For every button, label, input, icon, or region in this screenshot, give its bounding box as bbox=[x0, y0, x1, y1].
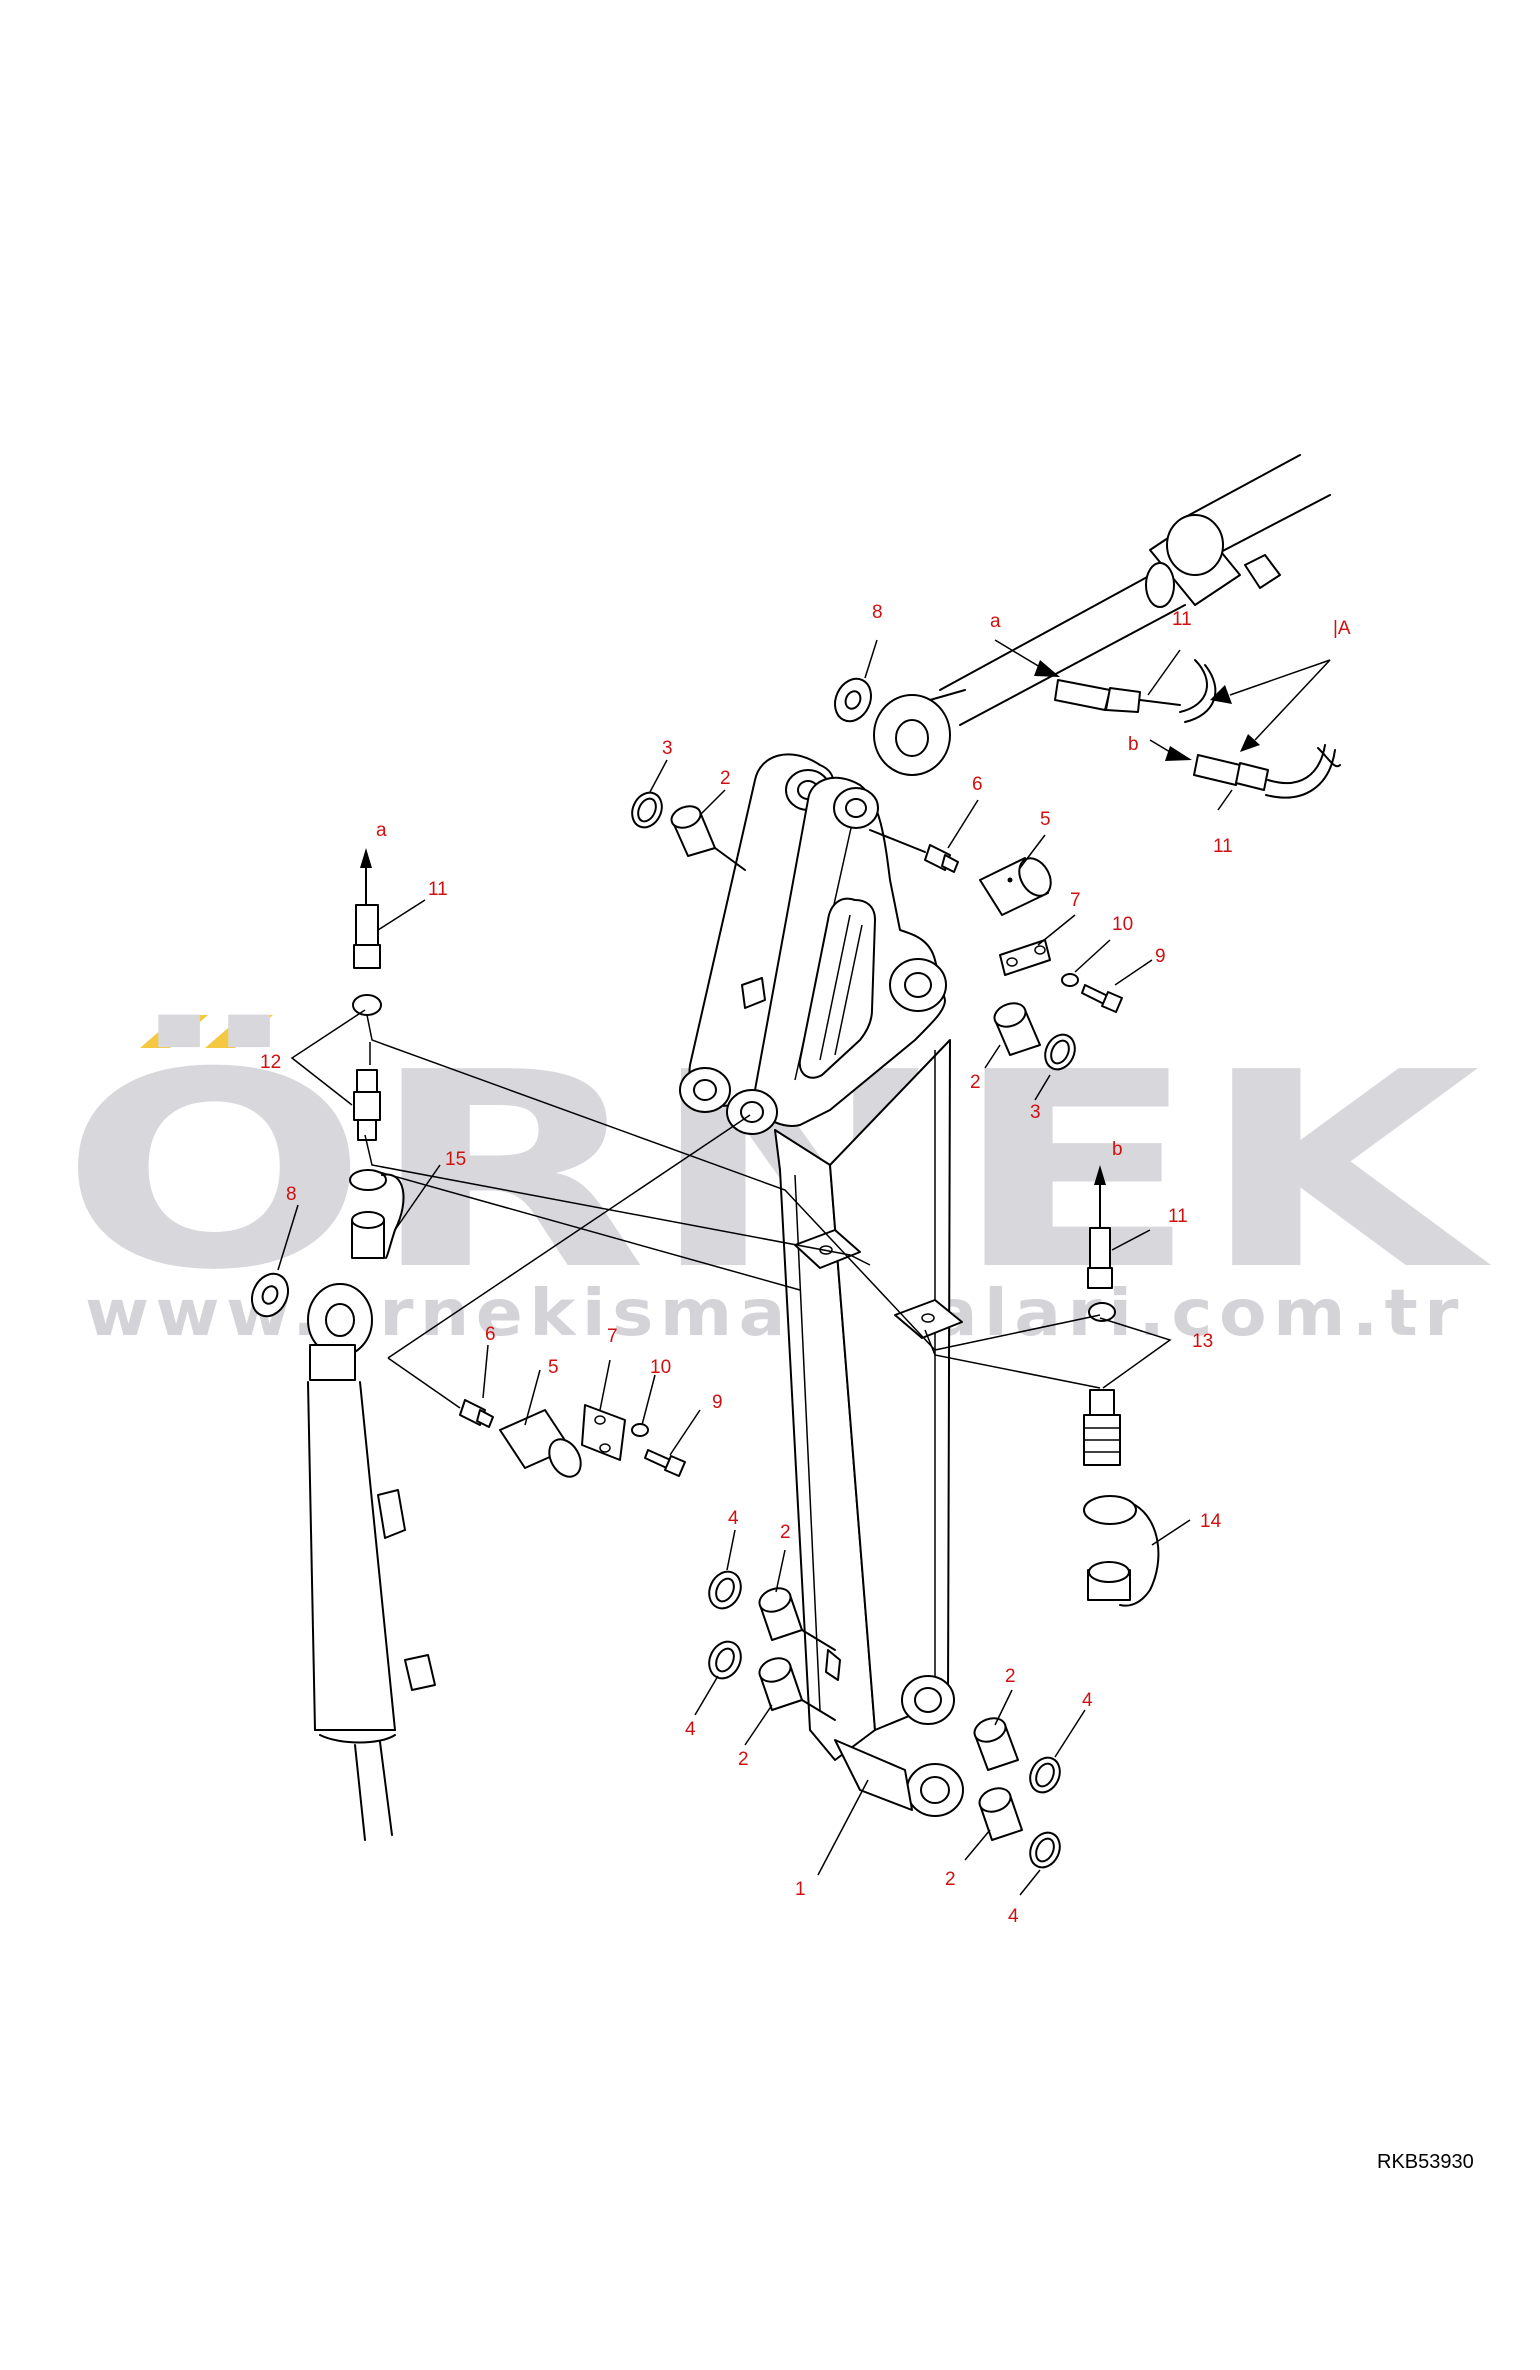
callout-4: 4 bbox=[685, 1719, 696, 1740]
callout-3: 3 bbox=[1030, 1102, 1041, 1123]
drawing-code: RKB53930 bbox=[1377, 2151, 1474, 2173]
ref-letter-b: b bbox=[1128, 734, 1139, 755]
callout-6: 6 bbox=[485, 1324, 496, 1345]
callout-13: 13 bbox=[1192, 1331, 1213, 1352]
callout-5: 5 bbox=[1040, 809, 1051, 830]
hose-set-left bbox=[349, 848, 405, 1259]
callout-2: 2 bbox=[1005, 1666, 1016, 1687]
callout-11: 11 bbox=[428, 879, 448, 900]
boom-cylinder-upper bbox=[873, 454, 1331, 776]
callout-3: 3 bbox=[662, 738, 673, 759]
watermark-accent-mark bbox=[205, 1015, 273, 1048]
callout-9: 9 bbox=[1155, 946, 1166, 967]
callout-2: 2 bbox=[780, 1522, 791, 1543]
callout-6: 6 bbox=[972, 774, 983, 795]
callout-10: 10 bbox=[650, 1357, 671, 1378]
callout-7: 7 bbox=[607, 1326, 618, 1347]
callout-numbers: 8 3 2 6 5 7 10 9 2 3 11 11 11 12 15 8 11… bbox=[260, 602, 1233, 1927]
callout-8: 8 bbox=[872, 602, 883, 623]
callout-11: 11 bbox=[1213, 836, 1233, 857]
ref-letter-a: a bbox=[376, 820, 387, 841]
callout-11: 11 bbox=[1168, 1206, 1188, 1227]
hoses-upper bbox=[1054, 659, 1341, 799]
leader-lines bbox=[277, 639, 1331, 1896]
callout-7: 7 bbox=[1070, 890, 1081, 911]
callout-12: 12 bbox=[260, 1052, 281, 1073]
reference-letters: a b |A a b bbox=[376, 611, 1351, 1160]
callout-4: 4 bbox=[1082, 1690, 1093, 1711]
callout-8: 8 bbox=[286, 1184, 297, 1205]
ref-letter-a: a bbox=[990, 611, 1001, 632]
hardware-upper bbox=[631, 677, 1123, 1071]
callout-1: 1 bbox=[795, 1879, 806, 1900]
callout-11: 11 bbox=[1172, 609, 1192, 630]
callout-4: 4 bbox=[1008, 1906, 1019, 1927]
hardware-middle bbox=[251, 1272, 686, 1478]
ref-letter-A: |A bbox=[1333, 618, 1351, 639]
callout-9: 9 bbox=[712, 1392, 723, 1413]
callout-15: 15 bbox=[445, 1149, 466, 1170]
watermark-accent-mark bbox=[140, 1015, 208, 1048]
watermark-url: www.ornekismakinalari.com.tr bbox=[85, 1277, 1465, 1351]
callout-4: 4 bbox=[728, 1508, 739, 1529]
callout-2: 2 bbox=[945, 1869, 956, 1890]
arm-cylinder bbox=[307, 1283, 436, 1841]
callout-14: 14 bbox=[1200, 1511, 1222, 1532]
ref-letter-b: b bbox=[1112, 1139, 1123, 1160]
callout-10: 10 bbox=[1112, 914, 1133, 935]
callout-2: 2 bbox=[970, 1072, 981, 1093]
hardware-lower bbox=[708, 1570, 1061, 1869]
callout-2: 2 bbox=[720, 768, 731, 789]
callout-5: 5 bbox=[548, 1357, 559, 1378]
hose-set-right bbox=[1083, 1165, 1160, 1607]
callout-2: 2 bbox=[738, 1749, 749, 1770]
arm-assembly bbox=[679, 753, 964, 1817]
